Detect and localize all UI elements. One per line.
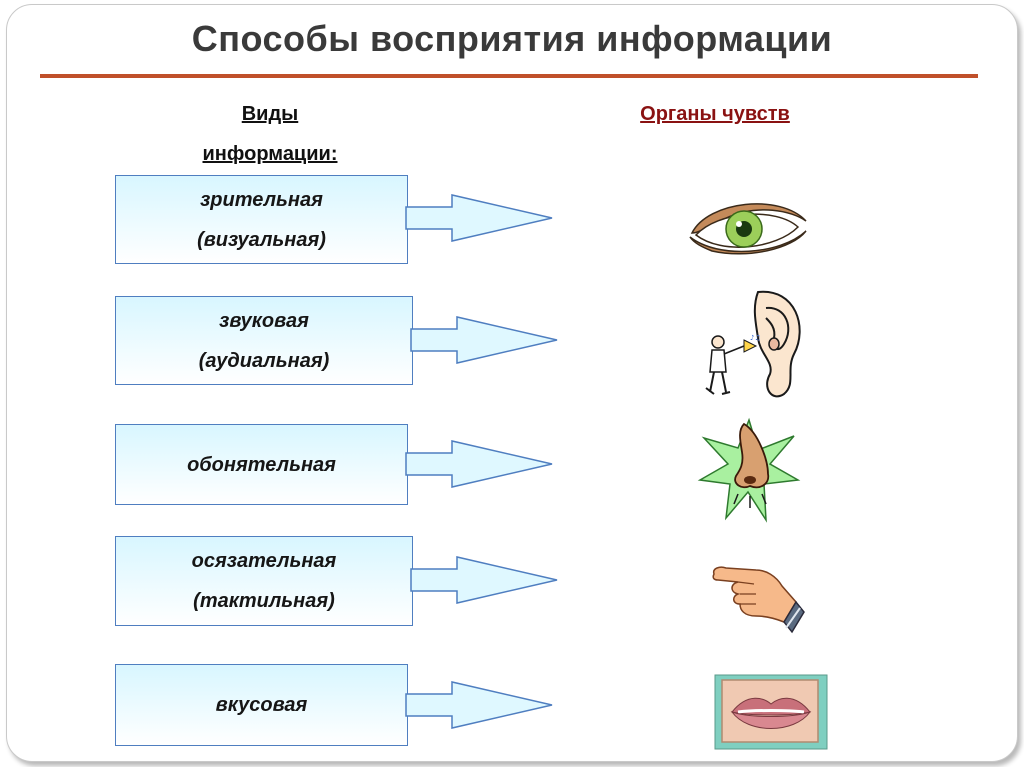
arrow-right-icon (405, 194, 553, 242)
info-type-box-audio: звуковая (аудиальная) (115, 296, 413, 385)
arrow-right-icon (405, 440, 553, 488)
info-type-label: осязательная (191, 550, 337, 572)
info-type-box-visual: зрительная (визуальная) (115, 175, 408, 264)
arrow-right-icon (410, 556, 558, 604)
info-types-header: Виды информации: (140, 94, 400, 174)
info-type-label: зрительная (200, 188, 323, 211)
info-types-header-line2: информации: (202, 143, 338, 165)
info-type-label: обонятельная (187, 453, 336, 476)
ear-icon: ♪♫ (705, 290, 801, 398)
info-type-box-smell: обонятельная (115, 424, 408, 505)
arrow-right-icon (410, 316, 558, 364)
sense-organs-header: Органы чувств (640, 103, 790, 125)
info-type-sublabel: (аудиальная) (198, 349, 330, 372)
svg-text:♪♫: ♪♫ (750, 334, 761, 342)
info-types-header-line1: Виды (241, 103, 299, 125)
page-title: Способы восприятия информации (191, 18, 833, 59)
title-underline (40, 74, 978, 78)
arrow-right-icon (405, 681, 553, 729)
eye-icon (689, 203, 807, 255)
info-type-label: звуковая (219, 309, 309, 332)
lips-icon (714, 674, 828, 750)
hand-icon (712, 566, 805, 634)
info-type-box-tactile: осязательная (тактильная) (115, 536, 413, 626)
info-type-label: вкусовая (215, 694, 308, 716)
info-type-sublabel: (тактильная) (193, 590, 335, 612)
info-type-box-taste: вкусовая (115, 664, 408, 746)
nose-icon (697, 417, 801, 523)
info-type-sublabel: (визуальная) (197, 228, 326, 251)
